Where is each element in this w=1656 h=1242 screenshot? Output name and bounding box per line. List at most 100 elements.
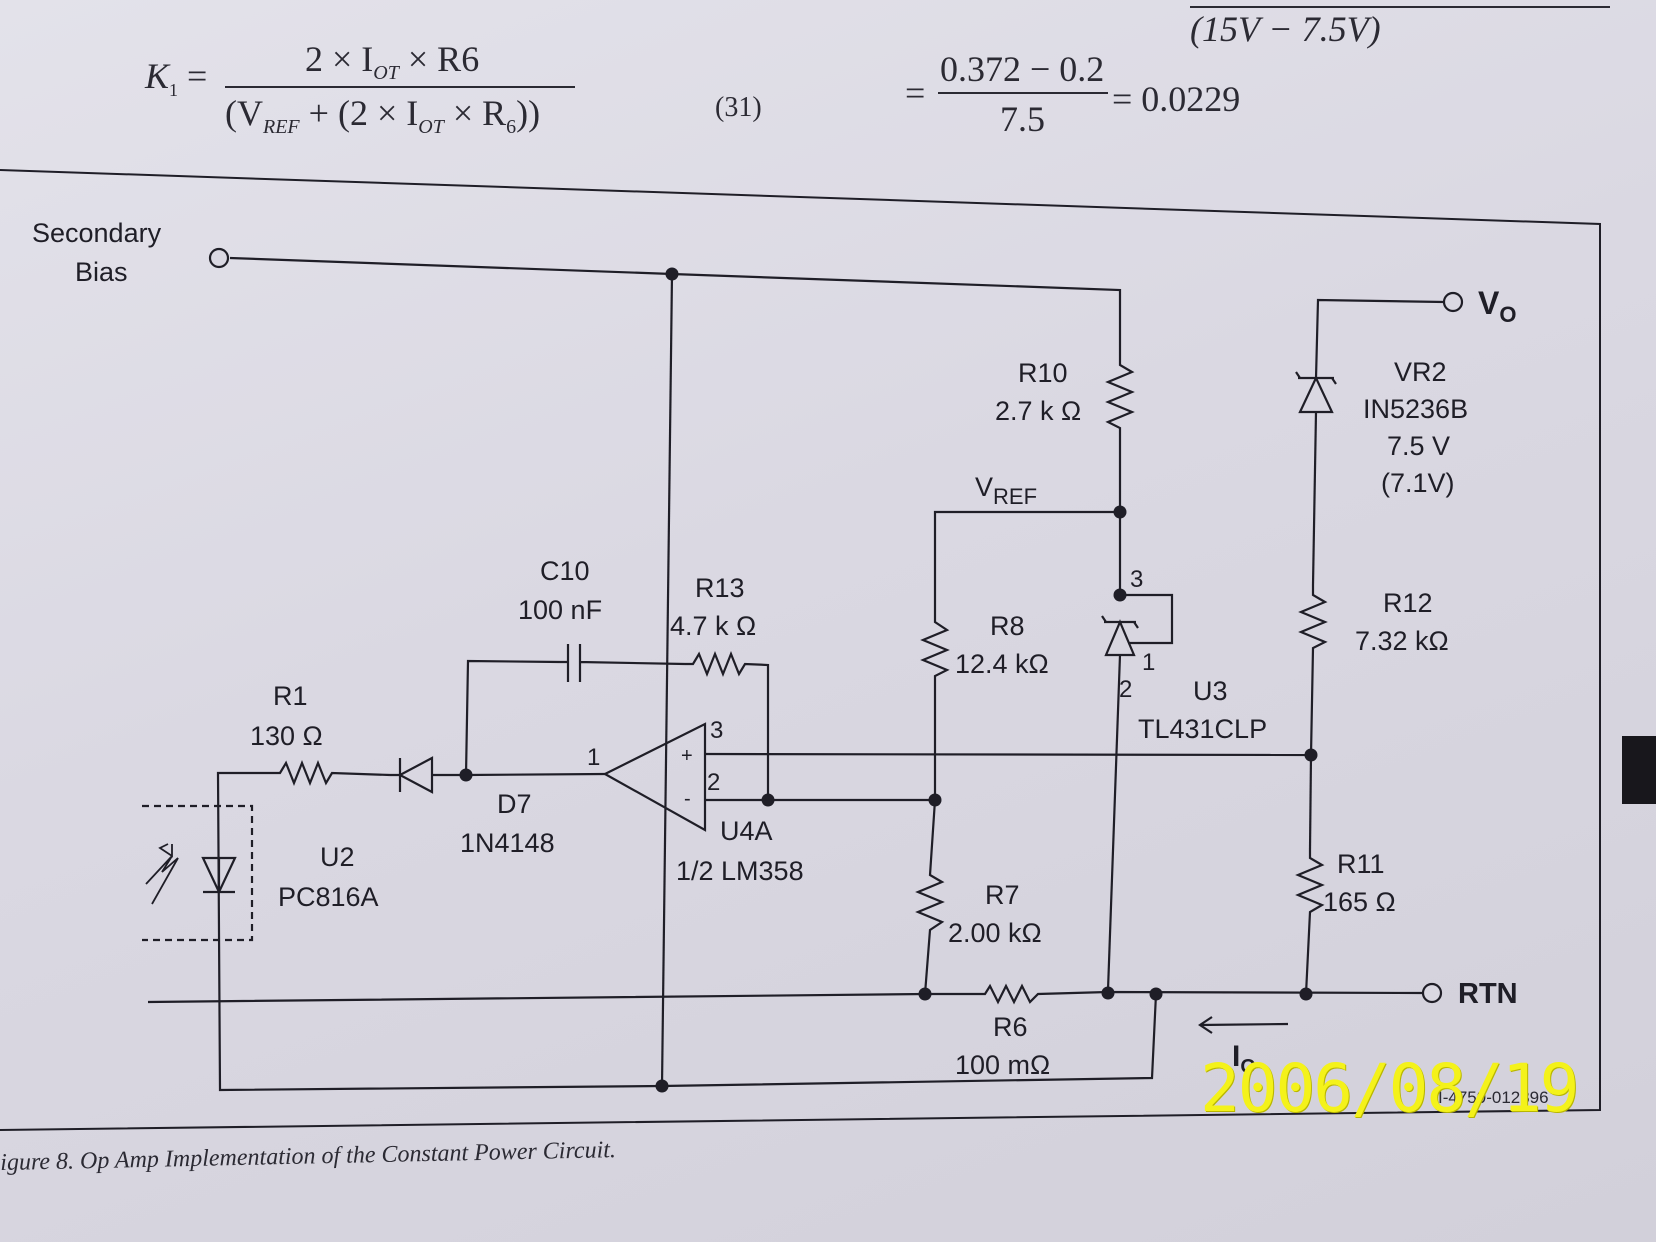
- label-u4a-name: U4A: [720, 816, 773, 846]
- numeric-fraction-bar: [938, 92, 1108, 94]
- opamp-u4a: [602, 722, 707, 832]
- k1-lhs: K1 =: [145, 56, 208, 101]
- junction-dot: [928, 793, 942, 807]
- u2-package-box: [142, 804, 254, 942]
- junction-dot: [1113, 588, 1127, 602]
- wire-r1-left: [216, 771, 270, 775]
- resistor-r8: [920, 615, 950, 800]
- numeric-result: = 0.0229: [1112, 79, 1241, 119]
- label-r10-name: R10: [1018, 358, 1068, 388]
- label-r13-name: R13: [695, 573, 745, 603]
- label-r8-name: R8: [990, 611, 1025, 641]
- terminal-vo: [1442, 291, 1464, 313]
- label-vr2-voltage: 7.5 V: [1387, 431, 1450, 461]
- led-emission-arrows: [145, 843, 179, 905]
- label-r1-value: 130 Ω: [250, 721, 323, 751]
- junction-dot: [1149, 987, 1163, 1001]
- label-r7-value: 2.00 kΩ: [948, 918, 1042, 948]
- wire-secondary-bias: [229, 256, 1122, 352]
- junction-dot: [1113, 505, 1127, 519]
- label-r11-name: R11: [1337, 849, 1385, 879]
- label-rtn: RTN: [1458, 978, 1518, 1010]
- junction-dot: [1299, 987, 1313, 1001]
- junction-dot: [918, 987, 932, 1001]
- wire-vref: [933, 510, 1120, 615]
- label-r12-value: 7.32 kΩ: [1355, 626, 1449, 656]
- label-r6-value: 100 mΩ: [955, 1050, 1050, 1080]
- zener-vr2: [1295, 371, 1337, 414]
- wire-rtn: [147, 983, 1424, 1005]
- label-r1-name: R1: [273, 681, 308, 711]
- label-io: IO: [1232, 1040, 1256, 1078]
- label-opamp-pin2: 2: [707, 769, 720, 796]
- label-r7-name: R7: [985, 880, 1020, 910]
- io-arrow: [1198, 1016, 1289, 1034]
- label-u2-name: U2: [320, 842, 355, 872]
- junction-dot: [761, 793, 775, 807]
- label-vr2-part: IN5236B: [1363, 394, 1468, 424]
- label-opamp-pin3: 3: [710, 717, 723, 744]
- label-vo: VO: [1478, 285, 1516, 327]
- wire-feedback-left: [464, 659, 561, 776]
- terminal-rtn: [1421, 982, 1443, 1004]
- wire-opamp-plus: [704, 752, 1312, 757]
- junction-dot: [459, 768, 473, 782]
- figure-id: I-4759-012396: [1438, 1088, 1549, 1107]
- label-vr2-voltage2: (7.1V): [1381, 468, 1455, 498]
- label-u3-pin3: 3: [1130, 566, 1143, 593]
- terminal-secondary-bias: [208, 247, 230, 269]
- label-opamp-minus: -: [684, 788, 691, 810]
- wire-d7-opamp: [465, 772, 606, 777]
- diode-d7: [390, 756, 466, 794]
- label-r10-value: 2.7 k Ω: [995, 396, 1081, 426]
- figure-border: [0, 169, 1601, 1131]
- label-c10-name: C10: [540, 556, 590, 586]
- label-u4a-part: 1/2 LM358: [676, 856, 804, 886]
- label-vref: VREF: [975, 472, 1037, 509]
- wire-u3-anode: [1106, 654, 1122, 991]
- label-u2-part: PC816A: [278, 882, 379, 912]
- wire-vr2-r12: [1311, 411, 1318, 586]
- wire-u3-ref-loop: [1120, 593, 1174, 645]
- resistor-r1: [270, 760, 391, 786]
- k1-numerator: 2 × IOT × R6: [305, 39, 480, 85]
- label-u3-pin2: 2: [1119, 676, 1132, 703]
- junction-dot: [1101, 986, 1115, 1000]
- page-edge-tab: [1622, 736, 1656, 804]
- label-u3-part: TL431CLP: [1138, 714, 1267, 744]
- equation-number: (31): [715, 92, 762, 123]
- k1-fraction-bar: [225, 86, 575, 88]
- resistor-r10: [1105, 352, 1135, 512]
- numeric-denominator: 7.5: [1000, 99, 1045, 139]
- junction-dot: [665, 267, 679, 281]
- resistor-r7: [915, 799, 945, 995]
- led-u2: [201, 856, 237, 895]
- label-vr2-name: VR2: [1394, 357, 1447, 387]
- k1-denominator: (VREF + (2 × IOT × R6)): [225, 93, 541, 139]
- label-c10-value: 100 nF: [518, 595, 602, 625]
- numeric-numerator: 0.372 − 0.2: [940, 49, 1105, 89]
- zener-u3: [1101, 615, 1139, 657]
- date-stamp: 2006/08/19: [1200, 1050, 1579, 1127]
- capacitor-c10: [560, 644, 686, 682]
- label-r13-value: 4.7 k Ω: [670, 611, 756, 641]
- wire-supply-vertical: [660, 273, 674, 1087]
- junction-dot: [655, 1079, 669, 1093]
- label-u3-name: U3: [1193, 676, 1228, 706]
- label-d7-part: 1N4148: [460, 828, 555, 858]
- resistor-r11: [1295, 850, 1325, 995]
- label-r8-value: 12.4 kΩ: [955, 649, 1049, 679]
- label-opamp-plus: +: [681, 745, 693, 767]
- resistor-r13: [685, 651, 770, 800]
- label-secondary-bias-1: Secondary: [32, 218, 162, 248]
- label-opamp-pin1: 1: [587, 744, 600, 771]
- label-secondary-bias-2: Bias: [75, 257, 128, 287]
- label-u3-pin1: 1: [1142, 649, 1155, 676]
- wire-r12-r11: [1308, 754, 1313, 851]
- wire-vo: [1314, 298, 1445, 379]
- equation-fragment-top: (15V − 7.5V): [1190, 9, 1381, 49]
- resistor-r12: [1298, 585, 1328, 756]
- equation-fragment-rule: [1190, 6, 1610, 8]
